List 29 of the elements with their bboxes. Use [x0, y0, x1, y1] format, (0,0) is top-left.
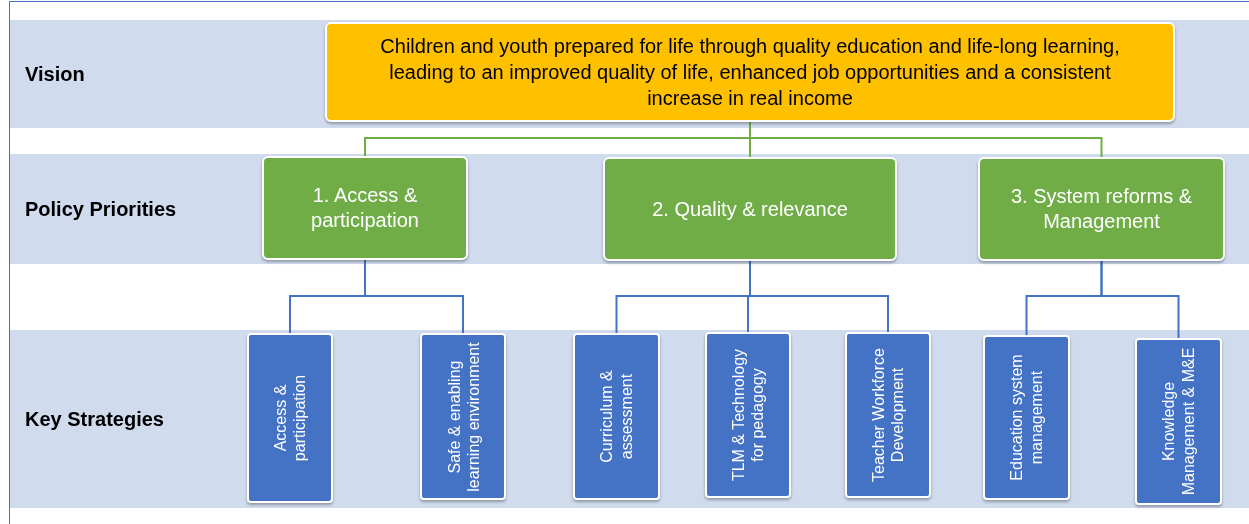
strategy-box	[845, 332, 931, 498]
strategy-label: Access & participation	[270, 373, 309, 464]
band-label: Policy Priorities	[25, 197, 177, 222]
band	[10, 330, 1249, 508]
band	[10, 20, 1249, 128]
priority-label: 3. System reforms & Management	[1009, 184, 1194, 234]
strategy-box	[983, 335, 1070, 500]
connector-line	[1100, 260, 1180, 339]
band-label: Key Strategies	[25, 407, 164, 432]
strategy-label: Knowledge Management & M&E	[1159, 346, 1198, 498]
strategy-label: Curriculum & assessment	[597, 369, 636, 465]
priority-box	[603, 157, 897, 261]
vision-box	[325, 22, 1175, 122]
strategy-box	[1135, 338, 1222, 505]
priority-box	[978, 157, 1225, 261]
strategy-label: TLM & Technology for pedagogy	[728, 347, 767, 484]
strategy-box	[573, 333, 660, 500]
strategy-label: Safe & enabling learning environment	[443, 340, 483, 493]
strategy-label: Education system management	[1007, 353, 1046, 483]
band	[10, 154, 1249, 264]
strategy-box	[247, 333, 333, 503]
strategy-box	[420, 333, 506, 500]
priority-label: 2. Quality & relevance	[652, 196, 848, 222]
strategy-box	[705, 332, 791, 498]
band-label: Vision	[25, 62, 85, 87]
strategy-label: Teacher Workforce Development	[868, 347, 907, 484]
priority-box	[262, 156, 468, 260]
vision-statement: Children and youth prepared for life through quality education and life-long learning, leading to an improved quality of life, enhanced job opportunities and a consistent increase in real income	[379, 34, 1121, 111]
priority-label: 1. Access & participation	[310, 183, 420, 233]
